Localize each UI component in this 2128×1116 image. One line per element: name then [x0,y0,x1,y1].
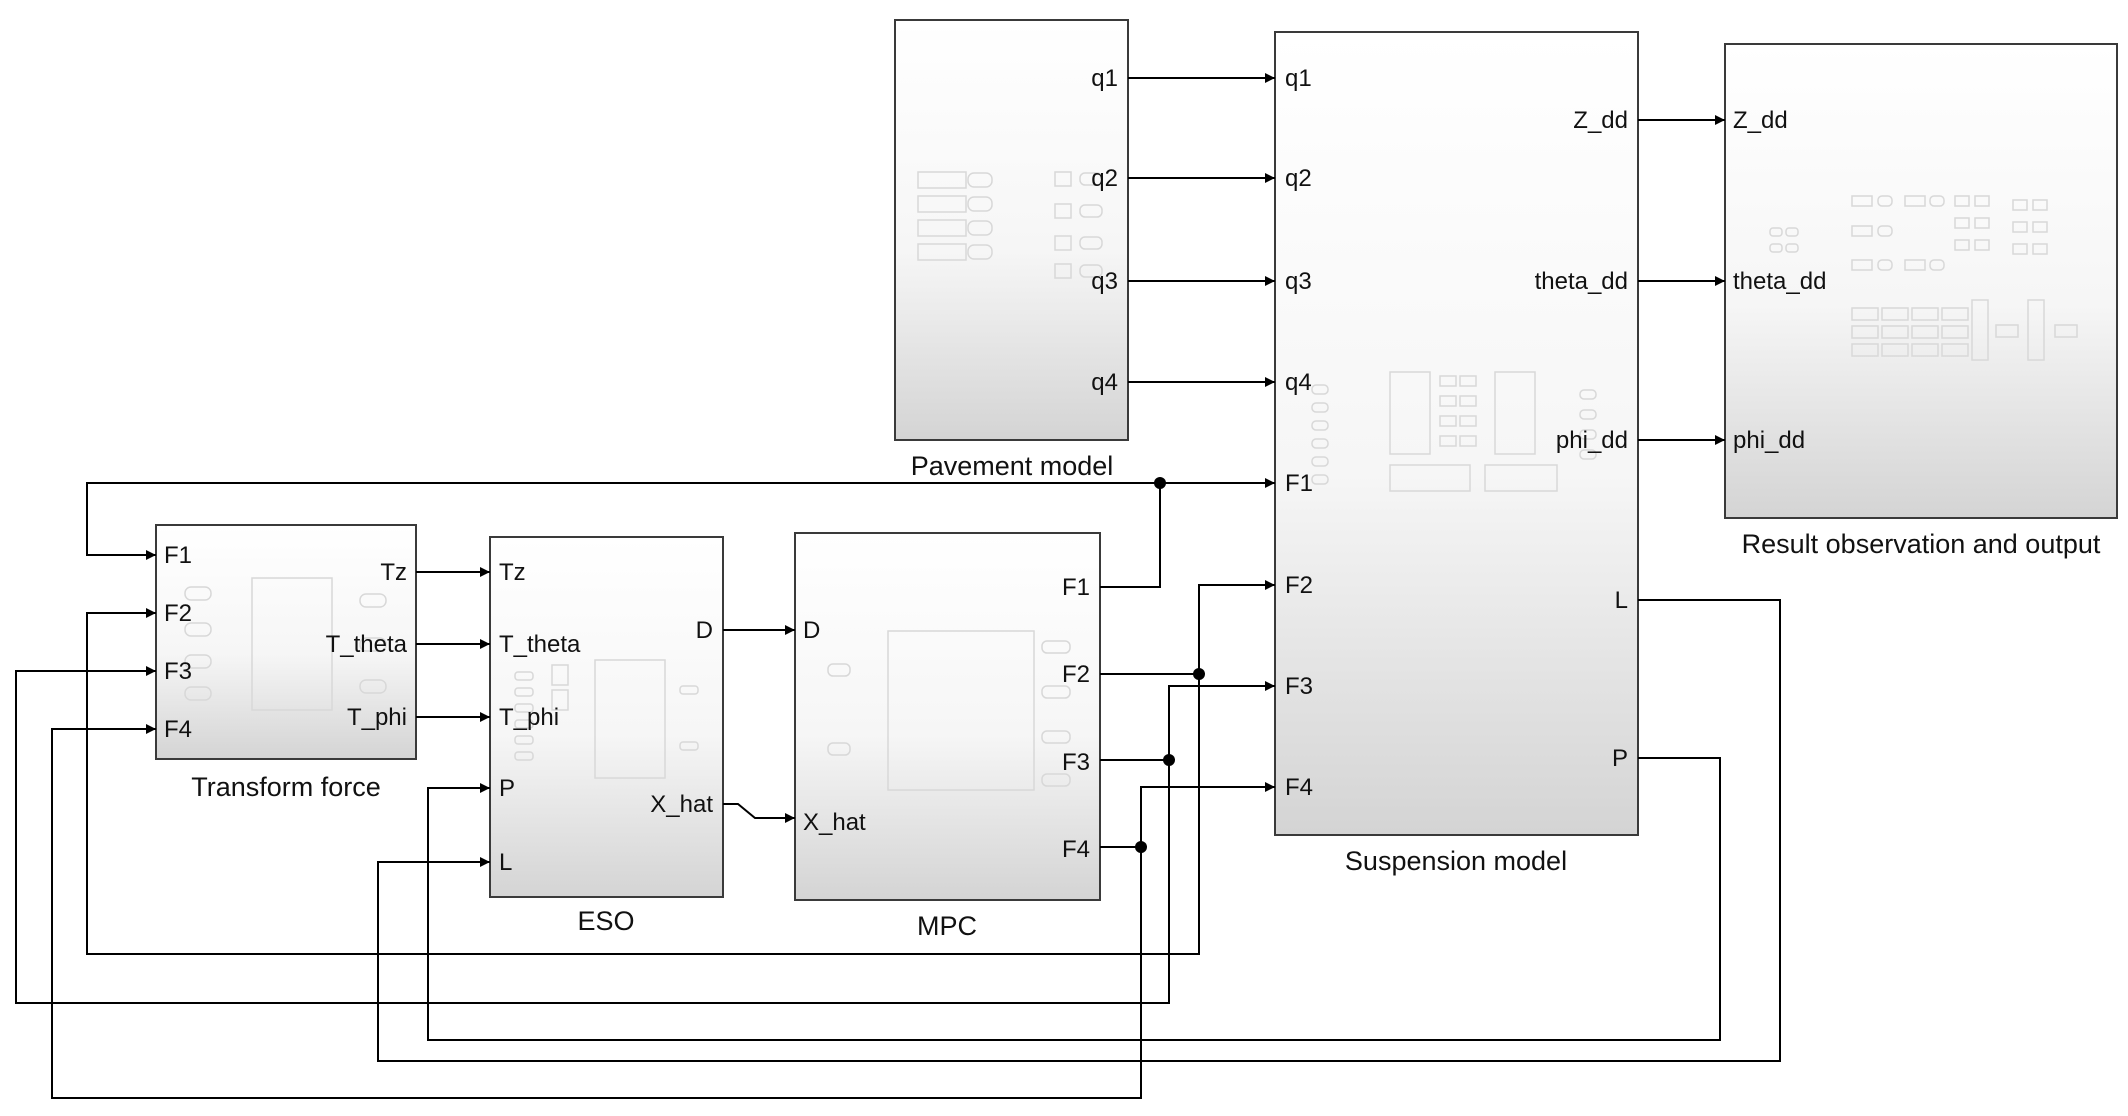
eso-internal-sketch [514,659,699,779]
result-in-z-dd: Z_dd [1733,107,1788,134]
wire-f1-feedback[interactable] [86,482,1160,560]
wire-l-feedback[interactable] [377,599,1781,1062]
branch-dot-f2 [1193,668,1205,680]
mpc-title: MPC [917,911,977,941]
transform-out-tz: Tz [380,559,407,586]
mpc-out-f4: F4 [1062,836,1090,863]
result-observation-title: Result observation and output [1742,529,2101,559]
pavement-out-q2: q2 [1091,165,1118,192]
eso-out-x-hat: X_hat [650,791,713,818]
pavement-internal-sketch [917,171,1103,279]
signal-lines [15,73,1781,1099]
mpc-in-d: D [803,617,820,644]
mpc-out-f1: F1 [1062,574,1090,601]
suspension-model-title: Suspension model [1345,846,1567,876]
wire-f3-feedback[interactable] [15,666,1170,1004]
result-internal-sketch [1769,195,2078,361]
suspension-out-l: L [1615,587,1628,614]
pavement-out-q3: q3 [1091,268,1118,295]
eso-out-d: D [696,617,713,644]
pavement-out-q4: q4 [1091,369,1118,396]
pavement-model-block[interactable]: q1 q2 q3 q4 [894,19,1129,441]
suspension-in-q3: q3 [1285,268,1312,295]
wire-f4-to-suspension[interactable] [1100,782,1275,848]
suspension-out-phi-dd: phi_dd [1556,427,1628,454]
branch-dot-f3 [1163,754,1175,766]
suspension-out-p: P [1612,745,1628,772]
transform-out-t-phi: T_phi [347,704,407,731]
eso-in-p: P [499,775,515,802]
wire-p-feedback[interactable] [427,757,1721,1041]
mpc-out-f3: F3 [1062,749,1090,776]
suspension-out-theta-dd: theta_dd [1535,268,1628,295]
eso-in-t-theta: T_theta [499,631,581,658]
suspension-model-block[interactable]: q1 q2 q3 q4 F1 F2 F3 F4 Z_dd theta_dd ph… [1274,31,1639,836]
transform-out-t-theta: T_theta [326,631,408,658]
result-observation-block[interactable]: Z_dd theta_dd phi_dd [1724,43,2118,519]
mpc-out-f2: F2 [1062,661,1090,688]
suspension-in-q1: q1 [1285,65,1312,92]
suspension-in-q2: q2 [1285,165,1312,192]
eso-in-l: L [499,849,512,876]
transform-internal-sketch [184,577,387,711]
wire-f2-feedback[interactable] [86,608,1200,955]
suspension-in-f4: F4 [1285,774,1313,801]
suspension-in-q4: q4 [1285,369,1312,396]
eso-title: ESO [577,906,634,936]
eso-in-t-phi: T_phi [499,704,559,731]
wire-f1-to-suspension[interactable] [1100,478,1275,588]
branch-dot-f1 [1154,477,1166,489]
suspension-in-f3: F3 [1285,673,1313,700]
mpc-in-x-hat: X_hat [803,809,866,836]
transform-in-f2: F2 [164,600,192,627]
pavement-out-q1: q1 [1091,65,1118,92]
eso-block[interactable]: Tz T_theta T_phi P L D X_hat [489,536,724,898]
wire-f3-to-suspension[interactable] [1100,681,1275,761]
suspension-in-f1: F1 [1285,470,1313,497]
branch-dot-f4 [1135,841,1147,853]
transform-in-f4: F4 [164,716,192,743]
mpc-internal-sketch [827,630,1071,791]
transform-force-title: Transform force [191,772,381,802]
suspension-internal-sketch [1311,371,1597,492]
transform-in-f1: F1 [164,542,192,569]
wire-f2-to-suspension[interactable] [1100,580,1275,675]
mpc-block[interactable]: D X_hat F1 F2 F3 F4 [794,532,1101,901]
suspension-out-z-dd: Z_dd [1573,107,1628,134]
transform-in-f3: F3 [164,658,192,685]
wire-x-hat[interactable] [723,803,795,823]
result-in-phi-dd: phi_dd [1733,427,1805,454]
result-in-theta-dd: theta_dd [1733,268,1826,295]
pavement-model-title: Pavement model [911,451,1114,481]
wire-f4-feedback[interactable] [51,724,1142,1099]
transform-force-block[interactable]: F1 F2 F3 F4 Tz T_theta T_phi [155,524,417,760]
suspension-in-f2: F2 [1285,572,1313,599]
eso-in-tz: Tz [499,559,526,586]
